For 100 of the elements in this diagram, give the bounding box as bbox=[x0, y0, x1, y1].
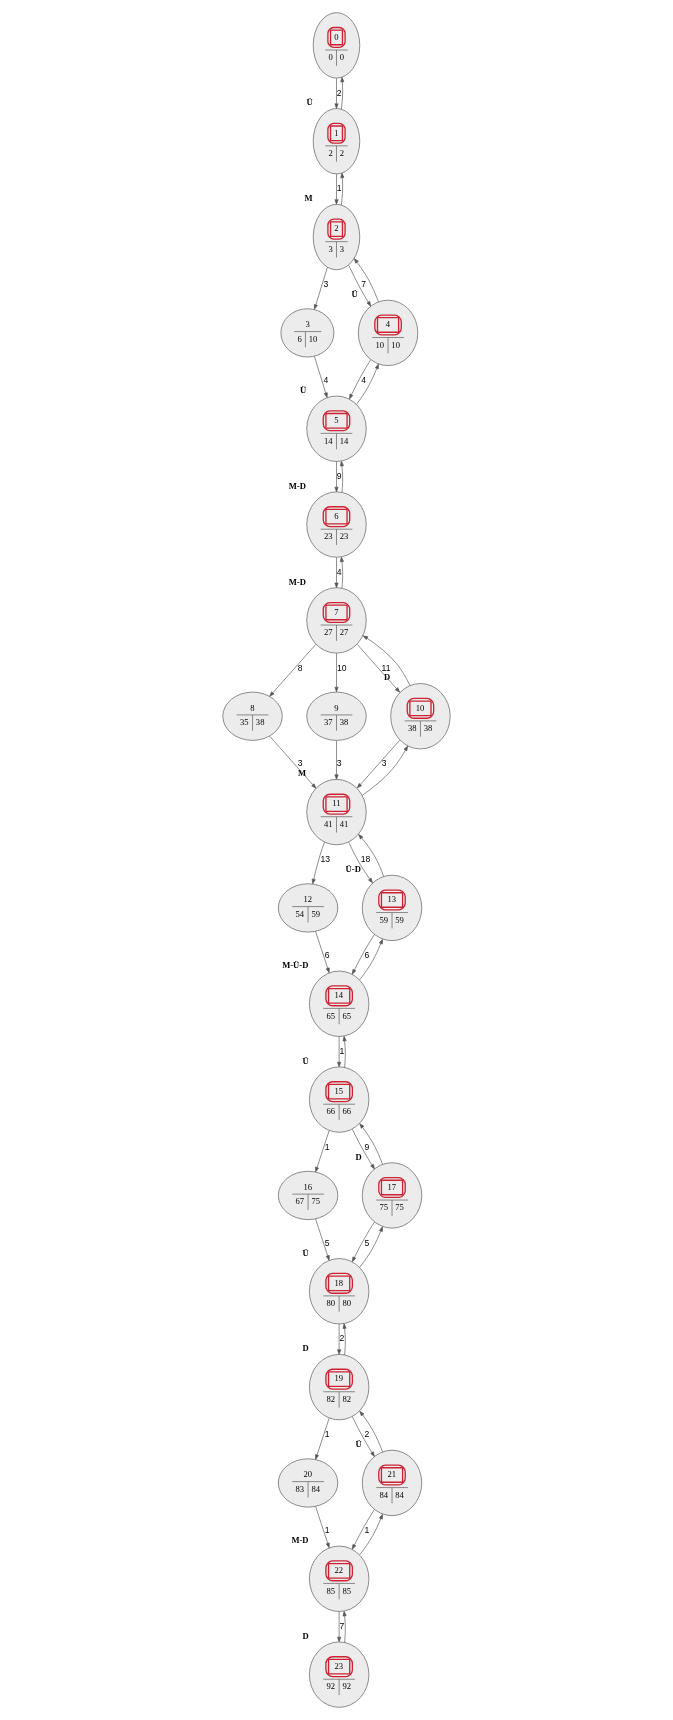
edge-label: 2 bbox=[336, 87, 342, 98]
arrow bbox=[342, 1323, 347, 1356]
edge-label: 3 bbox=[381, 758, 387, 769]
arrow bbox=[342, 1035, 347, 1068]
node-label: Ü bbox=[299, 384, 307, 395]
edge-label: 1 bbox=[336, 183, 342, 194]
edge-label: 1 bbox=[364, 1525, 370, 1536]
node-label: M-D bbox=[288, 480, 306, 491]
arrow bbox=[362, 745, 408, 796]
edge-label: 1 bbox=[339, 1045, 345, 1056]
edge-label: 6 bbox=[324, 950, 330, 961]
node-label: M bbox=[297, 768, 307, 779]
arrow bbox=[315, 931, 330, 974]
edge-label: 9 bbox=[336, 470, 342, 481]
arrow bbox=[334, 461, 339, 493]
edge-label: 2 bbox=[364, 1429, 370, 1440]
arrow bbox=[352, 1128, 375, 1170]
node-ellipse: 12 54 59 bbox=[278, 883, 339, 933]
node-label: M-D bbox=[291, 1535, 309, 1546]
node-ellipse: 20 83 84 bbox=[278, 1458, 339, 1508]
arrow bbox=[362, 635, 411, 686]
node-label: M-Ü-D bbox=[282, 960, 309, 970]
arrow bbox=[311, 841, 325, 885]
arrow bbox=[315, 1130, 330, 1173]
edge-label: 2 bbox=[339, 1333, 345, 1344]
arrow bbox=[356, 739, 400, 789]
edge-label: 4 bbox=[323, 375, 329, 386]
node-label: D bbox=[355, 1151, 362, 1162]
edge-label: 3 bbox=[323, 279, 329, 290]
arrow bbox=[269, 735, 317, 789]
node-label: Ü-D bbox=[345, 864, 361, 875]
arrow bbox=[349, 359, 372, 400]
node-circle: 15 66 66 bbox=[309, 1066, 370, 1133]
arrow bbox=[334, 557, 339, 588]
edge-label: 3 bbox=[297, 758, 303, 769]
arrow bbox=[340, 172, 345, 206]
arrow bbox=[352, 1416, 375, 1457]
arrow bbox=[348, 841, 373, 884]
arrow bbox=[269, 644, 317, 697]
arrow bbox=[352, 1221, 375, 1263]
arrow bbox=[340, 556, 344, 589]
edge-label: 8 bbox=[297, 662, 303, 673]
edge-label: 7 bbox=[361, 279, 366, 290]
arrow bbox=[337, 1036, 342, 1068]
arrow bbox=[314, 356, 328, 398]
arrow bbox=[352, 1509, 375, 1550]
arrow bbox=[356, 644, 400, 693]
node-label: Ü bbox=[302, 1055, 309, 1066]
edge-label: 18 bbox=[360, 854, 371, 865]
node-ellipse: 1 2 2 bbox=[312, 108, 361, 175]
node-circle: 3 6 10 bbox=[280, 308, 335, 358]
edge-label: 1 bbox=[324, 1525, 330, 1536]
edge-label: 7 bbox=[339, 1620, 345, 1631]
arrow bbox=[359, 938, 383, 981]
arrow bbox=[348, 264, 372, 307]
arrow bbox=[356, 363, 379, 405]
edge-label: 13 bbox=[320, 854, 331, 865]
arrow bbox=[340, 460, 344, 493]
edge-label: 4 bbox=[361, 375, 366, 386]
arrow bbox=[359, 1513, 383, 1556]
node-label: M bbox=[304, 193, 313, 204]
arrow bbox=[337, 1323, 342, 1355]
arrow bbox=[340, 76, 345, 110]
arrow bbox=[358, 834, 384, 877]
arrow bbox=[337, 1611, 342, 1643]
arrow bbox=[315, 1417, 330, 1460]
arrow bbox=[342, 1610, 347, 1643]
edge-label: 11 bbox=[381, 662, 391, 673]
node-label: Ü bbox=[355, 1439, 362, 1450]
node-label: Ü bbox=[302, 1247, 309, 1258]
arrow bbox=[359, 1226, 383, 1268]
node-label: Ü bbox=[306, 97, 313, 108]
arrow bbox=[334, 77, 339, 109]
arrow bbox=[359, 1123, 383, 1165]
node-ellipse: 16 67 75 bbox=[278, 1170, 339, 1220]
arrow bbox=[315, 1218, 330, 1261]
node-ellipse: 9 37 38 bbox=[306, 691, 367, 741]
arrow bbox=[359, 1410, 383, 1452]
node-circle: 6 23 23 bbox=[306, 491, 367, 558]
arrow bbox=[334, 653, 339, 693]
edge-label: 10 bbox=[337, 662, 347, 673]
edge-label: 5 bbox=[324, 1237, 330, 1248]
edge-label: 1 bbox=[324, 1141, 330, 1152]
arrow bbox=[352, 934, 375, 975]
arrow bbox=[353, 258, 379, 302]
edge-label: 4 bbox=[336, 566, 342, 577]
edge-label: 9 bbox=[364, 1141, 370, 1152]
arrow bbox=[315, 1506, 330, 1549]
edge-label: 1 bbox=[324, 1429, 330, 1440]
node-label: Ü bbox=[351, 289, 358, 300]
edge-label: 3 bbox=[336, 758, 342, 769]
node-label: D bbox=[302, 1343, 309, 1354]
node-circle: 19 82 82 bbox=[309, 1354, 370, 1421]
node-label: D bbox=[302, 1630, 309, 1641]
node-ellipse: 0 0 0 bbox=[312, 12, 361, 79]
arrow bbox=[313, 267, 328, 310]
node-label: D bbox=[383, 672, 391, 683]
edge-label: 5 bbox=[364, 1237, 370, 1248]
node-label: M-D bbox=[288, 576, 306, 587]
arrow bbox=[334, 740, 339, 780]
